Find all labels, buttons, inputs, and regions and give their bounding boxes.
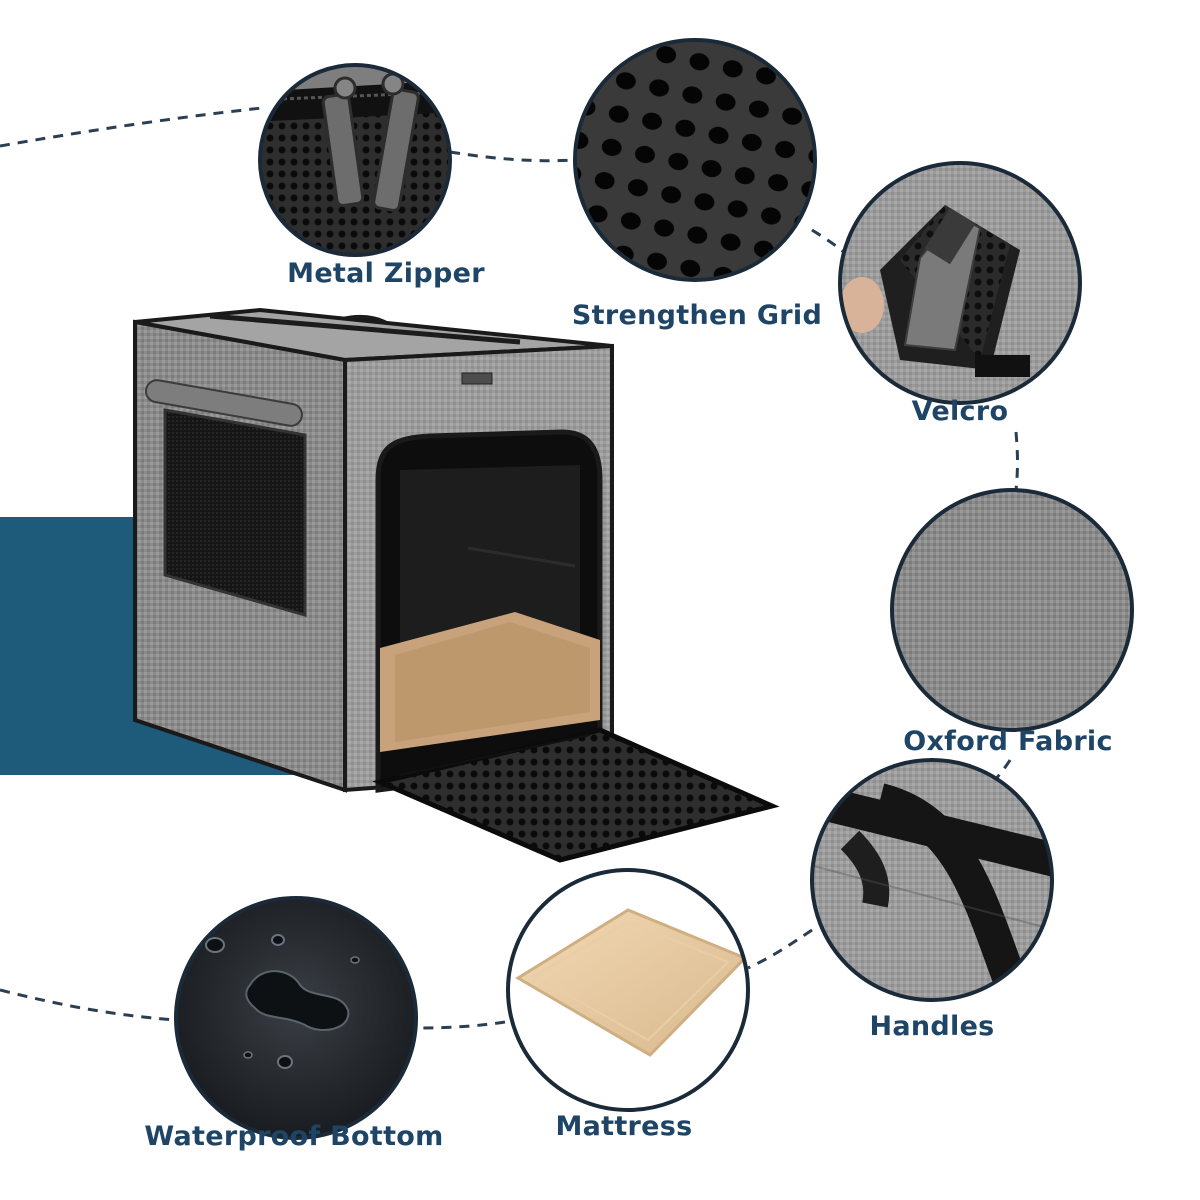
zipper-closeup-icon — [258, 63, 452, 257]
label-oxford-fabric: Oxford Fabric — [903, 726, 1113, 757]
label-handles: Handles — [869, 1011, 995, 1042]
label-velcro: Velcro — [911, 396, 1009, 427]
pet-carrier-crate-icon — [133, 307, 780, 863]
strap-handles-closeup-icon — [810, 758, 1054, 1002]
mattress-pad-icon — [506, 868, 750, 1112]
label-waterproof-bottom: Waterproof Bottom — [144, 1121, 444, 1152]
label-metal-zipper: Metal Zipper — [287, 258, 485, 289]
fabric-texture-closeup-icon — [890, 488, 1134, 732]
velcro-closeup-icon — [838, 161, 1082, 405]
label-mattress: Mattress — [555, 1111, 693, 1142]
water-droplets-closeup-icon — [174, 896, 418, 1140]
label-strengthen-grid: Strengthen Grid — [571, 300, 823, 331]
mesh-grid-closeup-icon — [573, 38, 817, 282]
